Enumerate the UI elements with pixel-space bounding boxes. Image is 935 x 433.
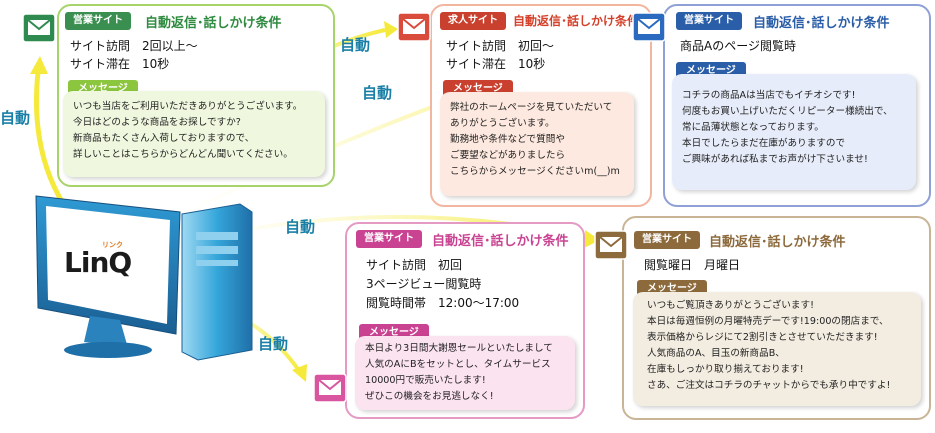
message-line: いつもご覧頂きありがとうございます! <box>647 298 911 314</box>
site-type-tag: 営業サイト <box>634 231 700 249</box>
condition-line: サイト滞在 10秒 <box>446 55 545 72</box>
auto-label-mid: 自動 <box>362 82 392 103</box>
message-line: いつも当店をご利用いただきありがとうございます。 <box>73 99 315 115</box>
message-line: 人気のAにBをセットとし、タイムサービス <box>365 357 565 373</box>
message-line: 詳しいことはこちらからどんどん聞いてください。 <box>73 147 315 163</box>
message-line: 表示価格からレジにて2割引きとさせていただきます! <box>647 330 911 346</box>
message-line: さあ、ご注文はコチラのチャットからでも承り中ですよ! <box>647 378 911 394</box>
message-line: 弊社のホームページを見ていただいて <box>450 100 624 116</box>
envelope-icon <box>397 12 431 46</box>
message-line: 本日より3日間大謝恩セールといたしまして <box>365 341 565 357</box>
arrowhead-p2 <box>384 21 398 38</box>
message-line: ご興味があれば私までお声がけ下さいませ! <box>682 152 906 168</box>
message-line: 本日は毎週恒例の月曜特売デーです!19:00の閉店まで、 <box>647 314 911 330</box>
site-type-tag: 営業サイト <box>65 12 131 30</box>
message-line: 本日でしたらまだ在庫がありますので <box>682 136 906 152</box>
envelope-icon <box>22 13 56 47</box>
condition-line: サイト訪問 初回 <box>366 256 462 273</box>
site-type-tag: 営業サイト <box>356 230 422 248</box>
condition-line: 3ページビュー閲覧時 <box>366 275 481 292</box>
condition-line: サイト訪問 初回～ <box>446 37 554 54</box>
site-type-tag: 営業サイト <box>676 12 742 30</box>
condition-line: サイト滞在 10秒 <box>70 55 169 72</box>
message-box: いつもご覧頂きありがとうございます! 本日は毎週恒例の月曜特売デーです!19:0… <box>633 292 921 406</box>
message-box: 弊社のホームページを見ていただいて ありがとうございます。 勤務地や条件などで質… <box>440 92 634 196</box>
envelope-icon <box>313 373 347 407</box>
message-box: 本日より3日間大謝恩セールといたしまして 人気のAにBをセットとし、タイムサービ… <box>355 336 575 410</box>
message-box: コチラの商品Aは当店でもイチオシです! 何度もお買い上げいただくリピーター様続出… <box>672 74 916 190</box>
site-type-tag: 求人サイト <box>440 12 506 30</box>
message-line: 10000円で販売いたします! <box>365 373 565 389</box>
message-line: 在庫もしっかり取り揃えております! <box>647 362 911 378</box>
condition-title: 自動返信･話しかけ条件 <box>709 231 846 250</box>
auto-label-bottom: 自動 <box>258 333 288 354</box>
condition-line: サイト訪問 2回以上～ <box>70 37 198 54</box>
message-line: ご要望などがありましたら <box>450 148 624 164</box>
message-line: 常に品薄状態となっております。 <box>682 120 906 136</box>
arrowhead-p1 <box>30 56 48 74</box>
message-line: 新商品もたくさん入荷しておりますので、 <box>73 131 315 147</box>
linq-logo: リンク LinQ <box>58 240 154 284</box>
auto-label-top: 自動 <box>340 34 370 55</box>
envelope-icon <box>632 12 666 46</box>
message-line: 今日はどのような商品をお探しですか? <box>73 115 315 131</box>
logo-text: LinQ <box>64 246 131 279</box>
message-line: コチラの商品Aは当店でもイチオシです! <box>682 88 906 104</box>
auto-label-left: 自動 <box>0 107 30 128</box>
condition-title: 自動返信･話しかけ条件 <box>753 12 890 31</box>
message-line: こちらからメッセージくださいm(__)m <box>450 164 624 180</box>
message-line: ぜひこの機会をお見逃しなく! <box>365 389 565 405</box>
message-line: ありがとうございます。 <box>450 116 624 132</box>
computer-illustration <box>0 192 260 392</box>
message-line: 人気商品のA、目玉の新商品B、 <box>647 346 911 362</box>
condition-line: 閲覧曜日 月曜日 <box>644 256 740 273</box>
condition-title: 自動返信･話しかけ条件 <box>432 230 569 249</box>
envelope-icon <box>594 230 628 264</box>
message-box: いつも当店をご利用いただきありがとうございます。 今日はどのような商品をお探しで… <box>63 91 325 177</box>
condition-line: 閲覧時間帯 12:00～17:00 <box>366 294 519 311</box>
condition-line: 商品Aのページ閲覧時 <box>680 37 796 54</box>
message-line: 勤務地や条件などで質問や <box>450 132 624 148</box>
message-line: 何度もお買い上げいただくリピーター様続出で、 <box>682 104 906 120</box>
condition-title: 自動返信･話しかけ条件 <box>513 12 639 29</box>
condition-title: 自動返信･話しかけ条件 <box>145 12 282 31</box>
auto-label-center: 自動 <box>285 216 315 237</box>
